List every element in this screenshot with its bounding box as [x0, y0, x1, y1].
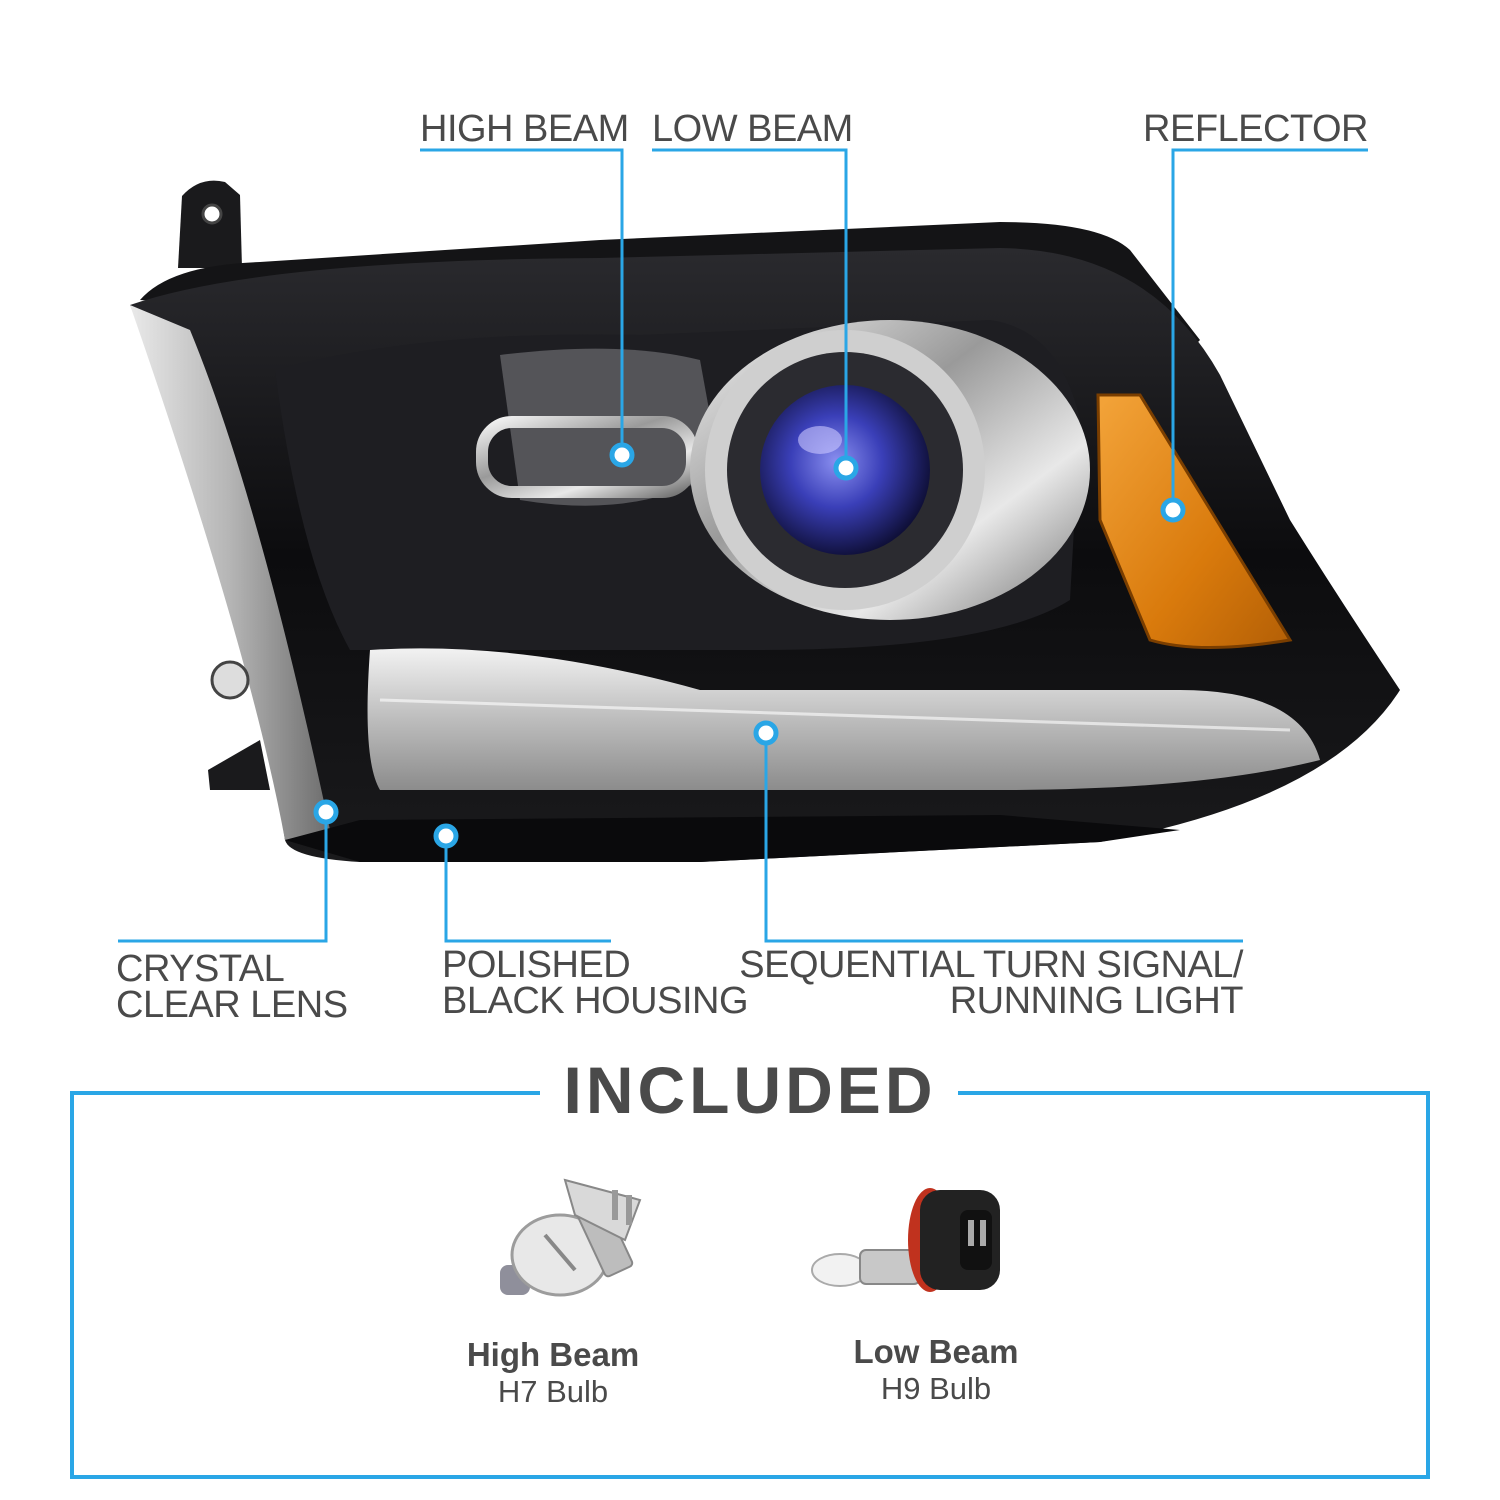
callout-dots — [313, 442, 1186, 849]
included-box-frame — [70, 1091, 1430, 1479]
callout-line-high-beam — [420, 148, 624, 455]
label-turn-signal-line1: SEQUENTIAL TURN SIGNAL/ — [739, 944, 1243, 986]
label-low-beam: LOW BEAM — [652, 108, 853, 150]
label-crystal-lens-line2: CLEAR LENS — [116, 984, 348, 1026]
h9-bulb-image — [811, 1188, 1000, 1292]
mount-hole — [201, 203, 223, 225]
label-high-beam: HIGH BEAM — [420, 108, 629, 150]
label-turn-signal-line2: RUNNING LIGHT — [949, 980, 1244, 1022]
clear-side-lens — [130, 305, 330, 840]
lens-glare — [798, 426, 842, 454]
lower-mount-tab — [208, 740, 270, 790]
callout-line-housing — [444, 836, 611, 943]
included-title: INCLUDED — [545, 1052, 955, 1128]
label-housing-line2: BLACK HOUSING — [442, 980, 749, 1022]
h7-bulb-image — [500, 1178, 642, 1297]
dot-housing — [433, 823, 459, 849]
drl-highlight — [379, 698, 1291, 732]
callout-line-crystal-lens — [118, 812, 328, 943]
bulb-type: H9 Bulb — [880, 1371, 992, 1406]
side-bolt — [210, 660, 250, 700]
callout-lines — [118, 148, 1368, 943]
bulb-caption-h9: Low Beam H9 Bulb — [806, 1333, 1066, 1407]
housing-bottom-rim — [285, 815, 1180, 862]
callout-line-turn-signal — [764, 733, 1243, 943]
dot-turn-signal — [753, 720, 779, 746]
dot-low-beam — [833, 455, 859, 481]
callout-line-low-beam — [652, 148, 848, 468]
dot-crystal-lens — [313, 799, 339, 825]
label-reflector: REFLECTOR — [1143, 108, 1368, 150]
bulb-type: H7 Bulb — [497, 1374, 609, 1409]
amber-reflector — [1096, 393, 1293, 649]
dot-reflector — [1160, 497, 1186, 523]
label-housing-line1: POLISHED — [442, 944, 631, 986]
sequential-drl-bar — [367, 648, 1320, 790]
bulb-caption-h7: High Beam H7 Bulb — [423, 1336, 683, 1410]
bulb-name: Low Beam — [853, 1333, 1019, 1370]
callout-line-reflector — [1171, 148, 1368, 510]
dot-high-beam — [609, 442, 635, 468]
bulb-name: High Beam — [466, 1336, 640, 1373]
label-crystal-lens-line1: CRYSTAL — [116, 948, 285, 990]
